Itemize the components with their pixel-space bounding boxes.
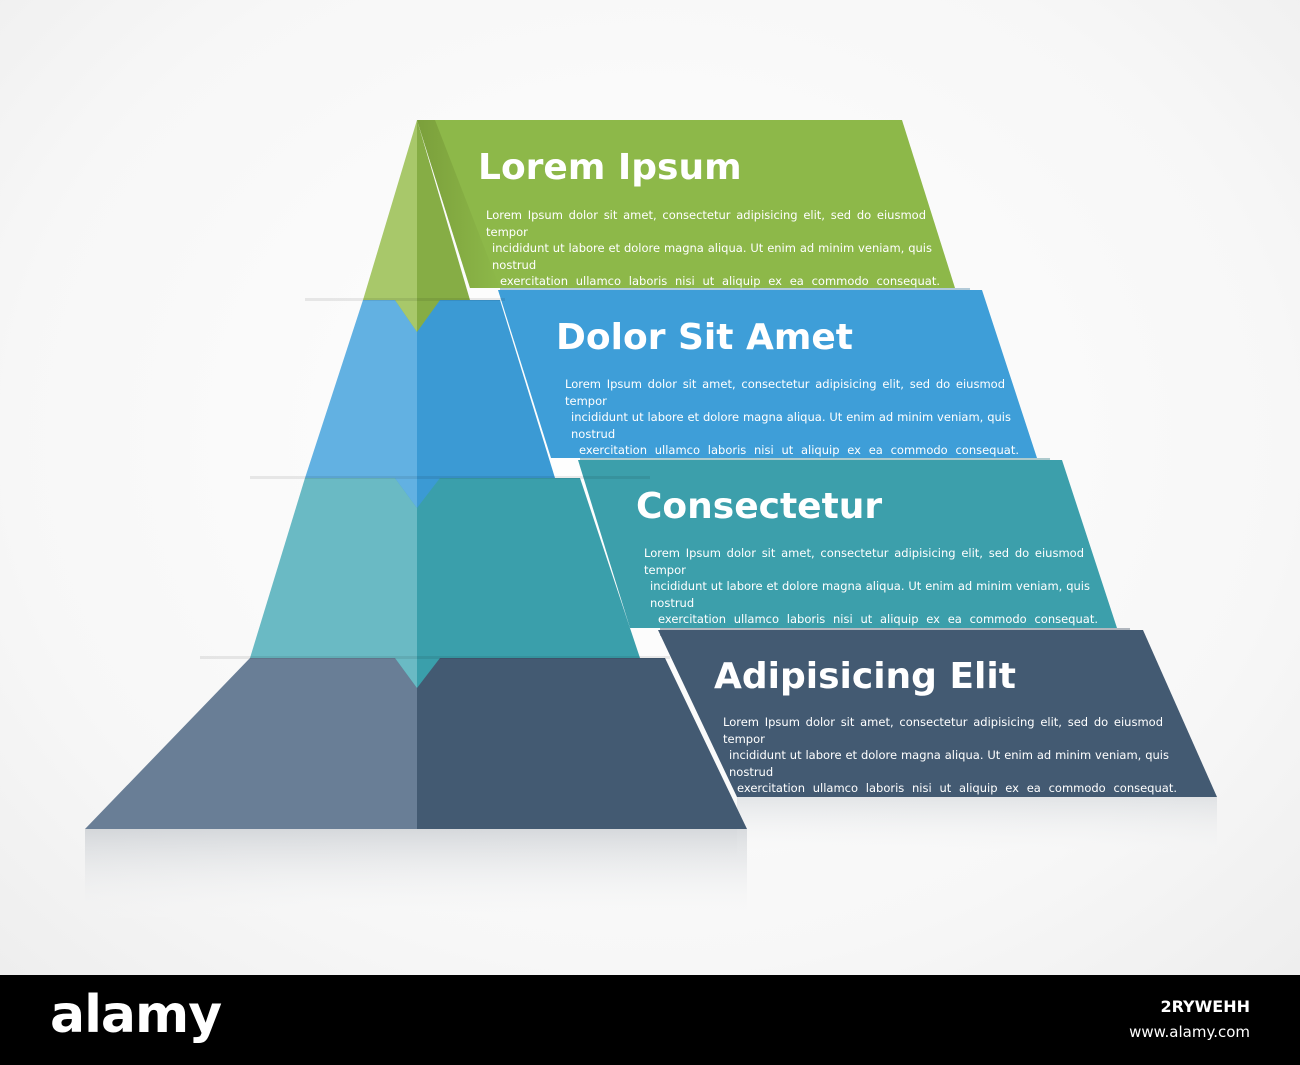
pyramid-right-3 — [417, 478, 640, 658]
tier-2-title: Dolor Sit Amet — [556, 317, 853, 358]
tier-1-description: Lorem Ipsum dolor sit amet, consectetur … — [486, 207, 940, 290]
band-3 — [578, 460, 1117, 628]
pyramid-left-4 — [85, 658, 417, 829]
tier-4-description: Lorem Ipsum dolor sit amet, consectetur … — [723, 714, 1177, 797]
tier-1-line-2: incididunt ut labore et dolore magna ali… — [492, 241, 932, 272]
notch-arrow-1b — [395, 300, 417, 332]
tier-1-title: Lorem Ipsum — [478, 147, 742, 188]
pyramid-right-1 — [417, 120, 470, 300]
pyramid-right-4 — [417, 658, 747, 829]
pyramid-diagram — [85, 120, 1217, 925]
tier-4-line-1: Lorem Ipsum dolor sit amet, consectetur … — [723, 715, 1163, 746]
band-reflection — [737, 797, 1217, 860]
pyramid-reflection — [85, 829, 747, 925]
tier-2-line-3: exercitation ullamco laboris nisi ut ali… — [579, 443, 1019, 457]
stock-footer: alamy 2RYWEHH www.alamy.com — [0, 975, 1300, 1065]
tier-2-line-1: Lorem Ipsum dolor sit amet, consectetur … — [565, 377, 1005, 408]
pyramid-right-2 — [417, 300, 555, 478]
tier-3-title: Consectetur — [636, 486, 883, 527]
stock-site-url: www.alamy.com — [1129, 1023, 1250, 1041]
tier-2-line-2: incididunt ut labore et dolore magna ali… — [571, 410, 1011, 441]
pyramid-left-3 — [250, 478, 417, 658]
band-2 — [498, 290, 1037, 458]
infographic-canvas: Lorem Ipsum Lorem Ipsum dolor sit amet, … — [0, 0, 1300, 975]
pyramid-left-2 — [305, 300, 417, 478]
tier-4-title: Adipisicing Elit — [714, 656, 1016, 697]
tier-1-line-3: exercitation ullamco laboris nisi ut ali… — [500, 274, 940, 288]
tier-2-description: Lorem Ipsum dolor sit amet, consectetur … — [565, 376, 1019, 459]
tier-4-line-3: exercitation ullamco laboris nisi ut ali… — [737, 781, 1177, 795]
alamy-logo: alamy — [50, 985, 222, 1045]
tier-3-line-1: Lorem Ipsum dolor sit amet, consectetur … — [644, 546, 1084, 577]
tier-1-line-1: Lorem Ipsum dolor sit amet, consectetur … — [486, 208, 926, 239]
notch-arrow-2b — [395, 478, 417, 508]
band-1 — [417, 120, 955, 288]
stock-image-id: 2RYWEHH — [1160, 997, 1250, 1016]
notch-arrow-3b — [395, 658, 417, 688]
pyramid-left-1 — [363, 120, 417, 300]
tier-3-line-2: incididunt ut labore et dolore magna ali… — [650, 579, 1090, 610]
band-4 — [658, 630, 1217, 797]
tier-4-line-2: incididunt ut labore et dolore magna ali… — [729, 748, 1169, 779]
tier-3-description: Lorem Ipsum dolor sit amet, consectetur … — [644, 545, 1098, 628]
tier-3-line-3: exercitation ullamco laboris nisi ut ali… — [658, 612, 1098, 626]
